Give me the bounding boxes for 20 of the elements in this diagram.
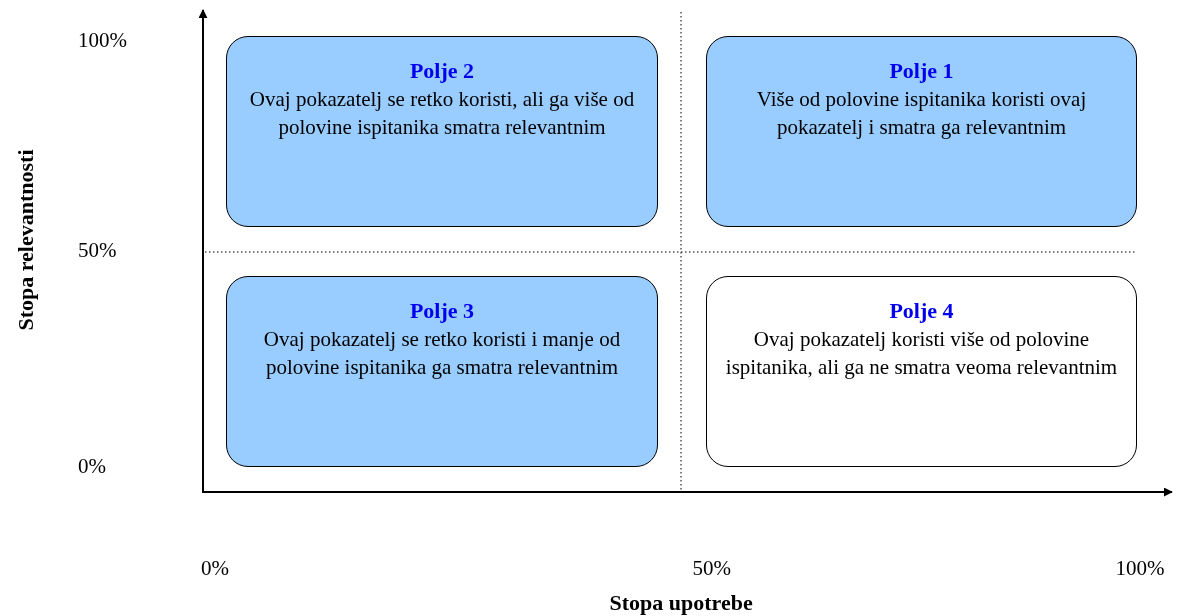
- axis-title: Stopa relevantnosti: [12, 149, 39, 331]
- axis-tick-label: 0%: [78, 454, 106, 479]
- axis-title: Stopa upotrebe: [609, 590, 753, 616]
- axis-tick-label: 100%: [1115, 556, 1165, 581]
- quadrant-description: Ovaj pokazatelj se retko koristi i manje od polovine ispitanika ga smatra relevantnim: [262, 326, 622, 381]
- quadrant-title: Polje 4: [889, 297, 954, 325]
- quadrant-box: [226, 276, 658, 467]
- quadrant-title: Polje 2: [409, 57, 475, 85]
- quadrant-description: Ovaj pokazatelj se retko koristi, ali ga više od polovine ispitanika smatra relevantnim: [248, 86, 636, 141]
- axis-tick-label: 50%: [692, 556, 731, 581]
- quadrant-box: [706, 36, 1137, 227]
- quadrant-description: Više od polovine ispitanika koristi ovaj pokazatelj i smatra ga relevantnim: [755, 86, 1088, 141]
- quadrant-title: Polje 1: [889, 57, 954, 85]
- quadrant-box: [706, 276, 1137, 467]
- axis-tick-label: 100%: [78, 28, 127, 53]
- quadrant-title: Polje 3: [409, 297, 475, 325]
- axis-tick-label: 0%: [201, 556, 229, 581]
- quadrant-description: Ovaj pokazatelj koristi više od polovine ispitanika, ali ga ne smatra veoma relevantnim: [724, 326, 1119, 381]
- quadrant-box: [226, 36, 658, 227]
- axis-tick-label: 50%: [78, 238, 117, 263]
